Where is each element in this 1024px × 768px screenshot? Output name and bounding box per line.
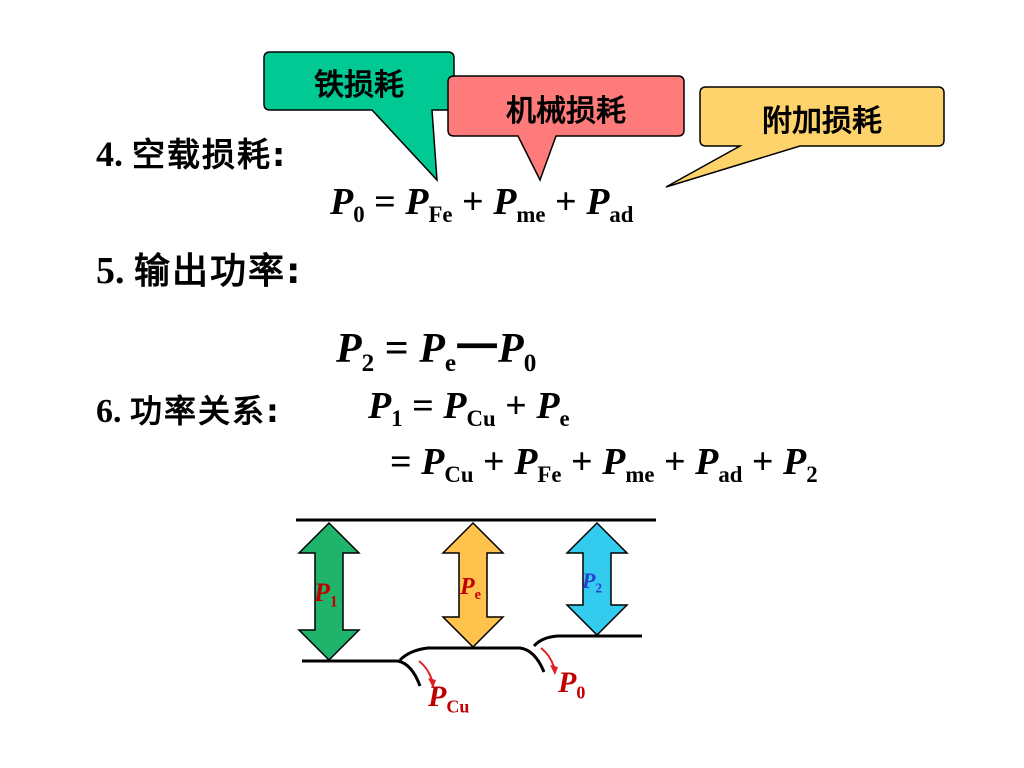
section-5-title: 输出功率: [134,251,303,292]
label-pe-letter: P [460,574,475,600]
section-4-heading: 4. 空载损耗: [96,128,287,176]
eq3-term2-sub: e [559,405,570,431]
eq1-term3-sub: ad [609,201,634,227]
eq4-plus4: + [751,441,774,483]
eq1-term3: P [586,181,610,223]
eq3-plus: + [505,385,527,427]
eq1-plus1: + [462,181,484,223]
label-p1: P1 [314,578,338,611]
eq1-lhs: P [330,181,354,223]
label-p0-letter: P [558,666,577,699]
eq4-term4: P [695,441,719,483]
callout-iron-text: 铁损耗 [314,68,404,103]
section-5-number: 5. [96,250,125,292]
eq2-term1-sub: e [444,349,457,377]
callout-add-loss [665,86,945,188]
pe-double-arrow [441,521,505,649]
eq4-term1-sub: Cu [444,461,474,487]
eq3-term2: P [536,385,560,427]
label-pcu: PCu [428,680,469,717]
label-p2-letter: P [582,568,596,593]
eq3-term1: P [443,385,467,427]
label-p1-sub: 1 [329,593,338,611]
callout-add-text: 附加损耗 [762,104,882,139]
label-p2-sub: 2 [595,580,603,596]
section-6-number: 6. [96,393,122,430]
eq4-term4-sub: ad [718,461,743,487]
label-p0: P0 [558,666,585,703]
callout-iron-loss [263,51,455,183]
label-pe: Pe [460,574,481,604]
callout-mech-text: 机械损耗 [506,94,626,129]
label-pcu-letter: P [428,680,447,713]
label-p0-sub: 0 [576,682,586,703]
label-p2: P2 [582,568,602,597]
eq2-minus: 一 [456,323,499,372]
callout-mech-loss [447,75,685,182]
eq1-term1-sub: Fe [428,201,453,227]
section-4-number: 4. [96,134,123,174]
eq4-term3: P [602,441,626,483]
label-p1-letter: P [314,578,330,607]
eq4-plus1: + [483,441,505,483]
eq1-equals: = [374,181,396,223]
eq3-term1-sub: Cu [466,405,496,431]
section-5-heading: 5. 输出功率: [96,242,302,294]
equation-no-load-loss: P0 = PFe + Pme + Pad [330,180,633,228]
eq2-lhs: P [336,326,362,372]
section-6-title: 功率关系: [130,392,281,430]
eq4-term3-sub: me [625,461,655,487]
eq1-term2-sub: me [516,201,546,227]
eq4-term1: P [421,441,445,483]
eq4-plus3: + [663,441,686,483]
p0-loss-arrow [540,647,558,675]
eq3-lhs-sub: 1 [391,405,403,431]
eq3-lhs: P [368,385,392,427]
eq4-term2-sub: Fe [537,461,562,487]
eq4-term5-sub: 2 [806,461,818,487]
eq1-term1: P [405,181,429,223]
eq1-term2: P [493,181,517,223]
section-6-heading: 6. 功率关系: [96,386,281,432]
p1-double-arrow [297,521,361,662]
bottom-line-pe [398,646,546,673]
eq1-lhs-sub: 0 [353,201,365,227]
equation-output-power: P2 = Pe一P0 [336,314,536,378]
eq2-term1: P [419,326,445,372]
p2-double-arrow [565,521,629,637]
eq4-equals: = [390,441,412,483]
eq2-lhs-sub: 2 [361,349,375,377]
eq1-plus2: + [555,181,577,223]
equation-power-relation-2: = PCu + PFe + Pme + Pad + P2 [390,440,818,488]
eq2-term2: P [498,326,524,372]
section-4-title: 空载损耗: [132,135,288,174]
eq2-term2-sub: 0 [523,349,537,377]
equation-power-relation-1: P1 = PCu + Pe [368,384,570,432]
eq4-term2: P [514,441,538,483]
eq4-plus2: + [570,441,593,483]
eq4-term5: P [783,441,807,483]
eq3-equals: = [412,385,434,427]
bottom-line-p2 [532,634,642,648]
bottom-line-p1 [302,659,422,687]
label-pe-sub: e [474,587,482,604]
power-flow-diagram [296,518,656,688]
pcu-loss-arrow [418,660,436,688]
eq2-equals: = [384,326,409,372]
label-pcu-sub: Cu [446,696,470,717]
